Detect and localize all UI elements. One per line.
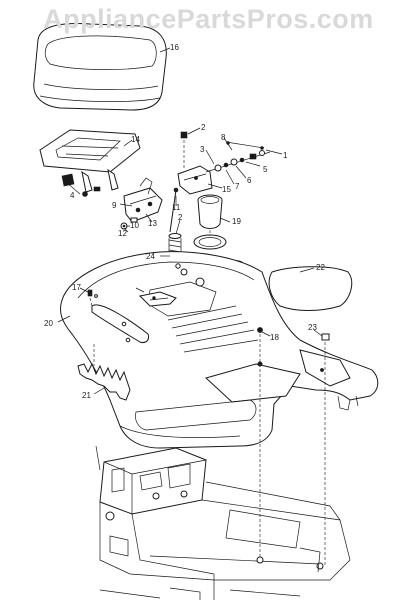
callout-24: 24 — [146, 252, 155, 261]
knob-part-4[interactable] — [61, 173, 88, 197]
callout-8: 8 — [221, 133, 226, 142]
rail-part-21[interactable] — [77, 344, 131, 401]
tractor-frame — [95, 445, 351, 600]
callout-22: 22 — [316, 263, 325, 272]
callout-20: 20 — [44, 319, 53, 328]
callout-labels: 1 2 2 3 4 5 6 7 8 9 10 11 12 13 14 15 16… — [44, 43, 325, 400]
callout-6: 6 — [247, 176, 252, 185]
slide-bracket-part-13[interactable] — [123, 177, 163, 223]
cup-holder-part-19[interactable] — [193, 194, 227, 250]
seat-pan-part-14[interactable] — [39, 129, 141, 193]
callout-17: 17 — [72, 283, 81, 292]
callout-13: 13 — [148, 219, 157, 228]
bolt-part-2-top[interactable] — [180, 131, 188, 168]
callout-3: 3 — [200, 145, 205, 154]
pivot-bracket-part-15[interactable] — [177, 165, 213, 195]
callout-4: 4 — [70, 191, 75, 200]
rod-part-11[interactable] — [169, 187, 179, 233]
callout-9: 9 — [112, 201, 117, 210]
leader-lines — [57, 47, 323, 395]
callout-12: 12 — [118, 229, 127, 238]
callout-1: 1 — [283, 151, 288, 160]
fastener-part-17[interactable] — [87, 289, 93, 307]
callout-23: 23 — [308, 323, 317, 332]
seat-part-16[interactable] — [33, 23, 167, 111]
lever-linkage[interactable] — [135, 287, 177, 307]
callout-15: 15 — [222, 185, 231, 194]
hardware-part-10-12[interactable] — [120, 217, 138, 230]
callout-14: 14 — [131, 135, 140, 144]
fender-deck-part-20[interactable] — [59, 251, 379, 449]
callout-10: 10 — [130, 221, 139, 230]
hardware-parts-1-3-5-6-7-8[interactable] — [205, 141, 271, 173]
callout-18: 18 — [270, 333, 279, 342]
watermark: AppliancePartsPros.com — [43, 4, 374, 34]
callout-16: 16 — [170, 43, 179, 52]
callout-2a: 2 — [201, 123, 206, 132]
callout-19: 19 — [232, 217, 241, 226]
callout-21: 21 — [82, 391, 91, 400]
fastener-part-23[interactable] — [321, 333, 330, 565]
callout-7: 7 — [235, 182, 240, 191]
fastener-part-18[interactable] — [257, 327, 263, 560]
pad-part-22[interactable] — [268, 266, 353, 311]
callout-5: 5 — [263, 165, 268, 174]
callout-11: 11 — [172, 203, 181, 212]
callout-2b: 2 — [178, 213, 183, 222]
